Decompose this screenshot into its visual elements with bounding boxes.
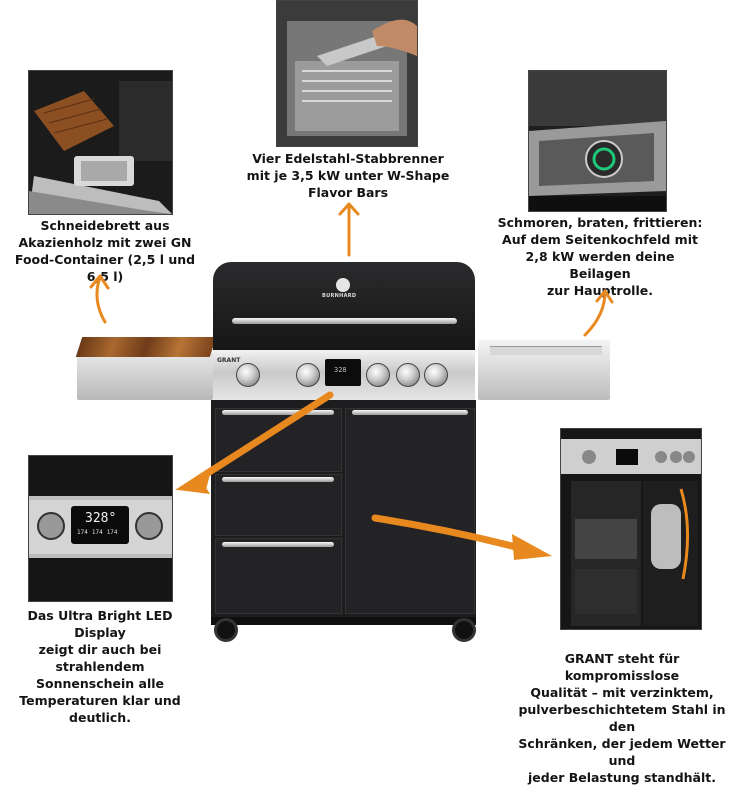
caption-cutting-board: Schneidebrett aus Akazienholz mit zwei G… (14, 218, 196, 284)
side-burner-photo (528, 70, 667, 212)
led-display-photo: 328° 174 174 174 (28, 455, 173, 602)
led-display-illustration (29, 456, 172, 601)
burner-illustration (277, 1, 417, 146)
inset-display-value: 328° (85, 511, 117, 526)
cabinet-illustration (561, 429, 701, 629)
cutting-board-illustration (29, 71, 172, 214)
caption-side-burner: Schmoren, braten, frittieren: Auf dem Se… (497, 215, 703, 298)
arrow-down-right-icon (371, 514, 552, 560)
burner-photo (276, 0, 418, 147)
arrows-layer (89, 202, 614, 560)
caption-burners: Vier Edelstahl-Stabbrenner mit je 3,5 kW… (246, 151, 450, 200)
caption-led-display: Das Ultra Bright LED Display zeigt dir a… (19, 608, 181, 725)
arrow-down-left-icon (175, 391, 334, 494)
arrow-up-right-icon (583, 289, 614, 337)
inset-display-sub: 174 174 174 (77, 529, 118, 536)
arrow-up-icon (338, 202, 360, 257)
side-burner-illustration (529, 71, 666, 211)
cabinet-photo (560, 428, 702, 630)
arrow-up-left-icon (89, 274, 110, 324)
cutting-board-photo (28, 70, 173, 215)
